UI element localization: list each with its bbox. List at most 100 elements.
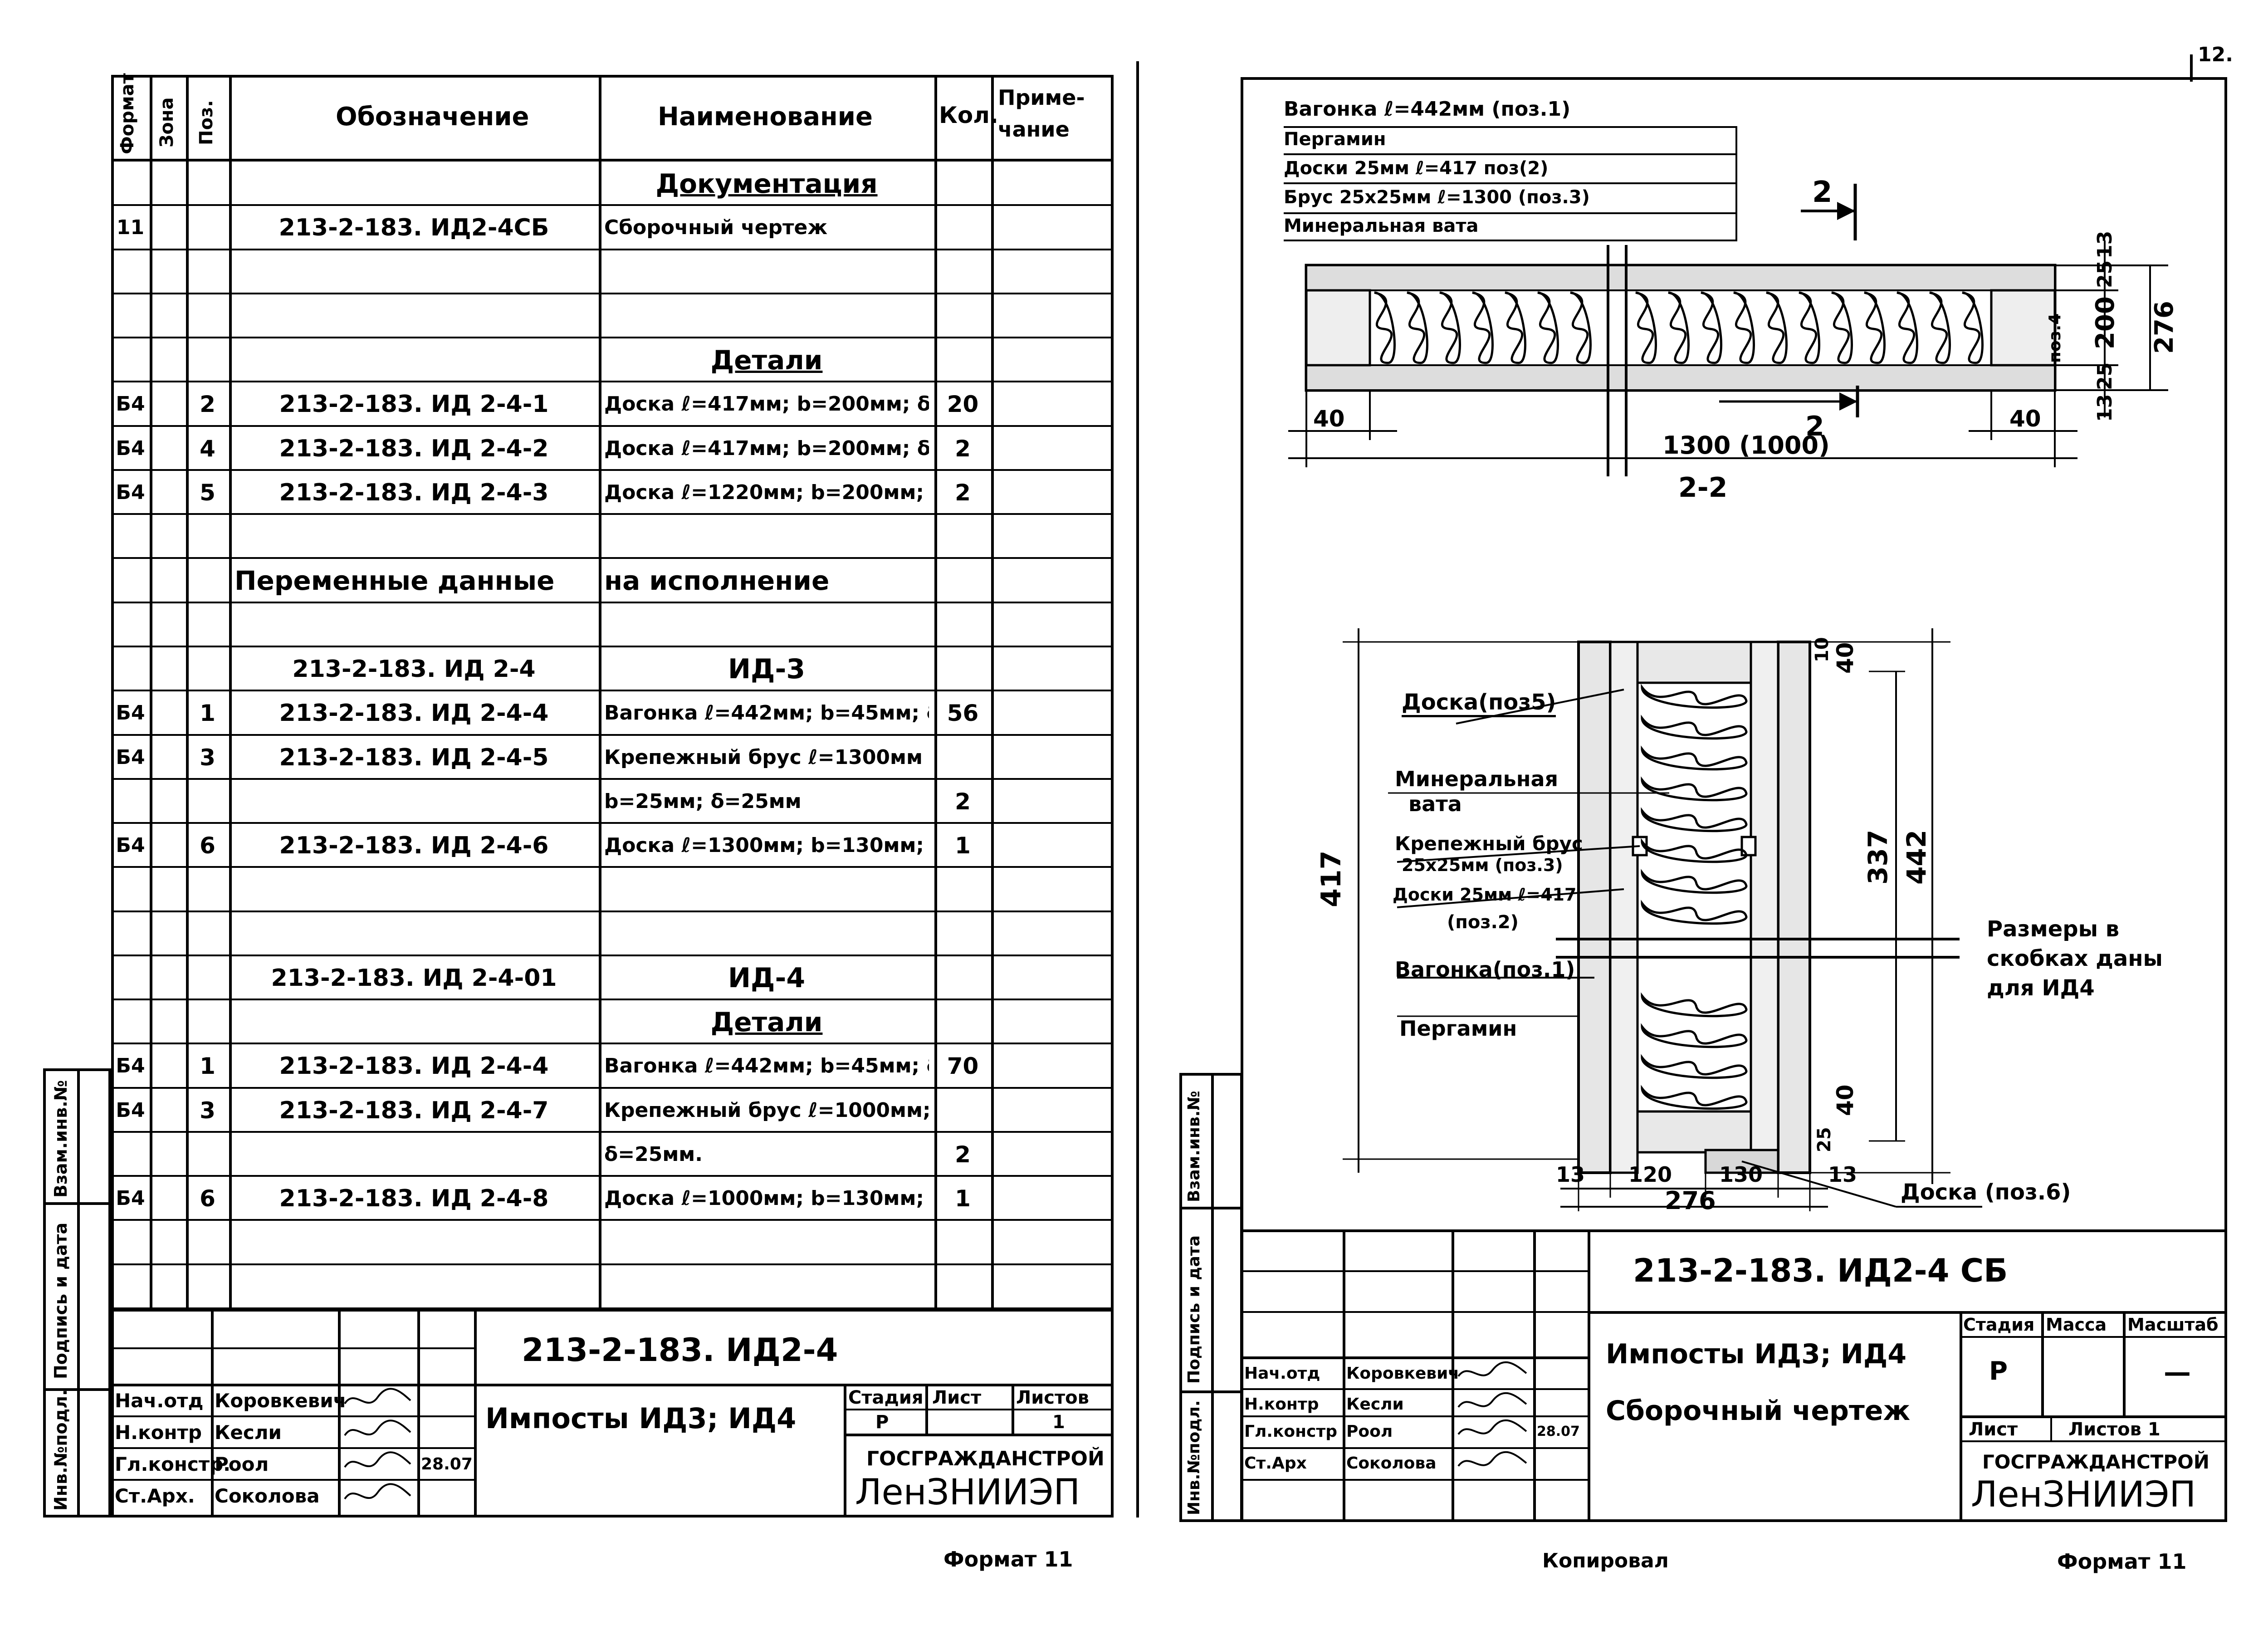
cell-f xyxy=(117,1132,144,1176)
cell-d xyxy=(235,1132,593,1176)
tb-line xyxy=(1960,1415,2227,1418)
tb-line xyxy=(1452,1229,1454,1522)
cell-z xyxy=(155,162,181,206)
dim-40-bottom: 40 xyxy=(1832,1084,1858,1116)
cell-n: ИД-3 xyxy=(728,653,806,685)
cell-f xyxy=(117,294,144,338)
cell-n: Вагонка ℓ=442мм; b=45мм; δ=13мм xyxy=(604,1054,929,1077)
doska-right xyxy=(1750,641,1779,1174)
cell-z xyxy=(155,647,181,691)
row-line xyxy=(111,999,1114,1000)
section-drawing: 417 337 442 10 40 25 40 13 120 130 13 27… xyxy=(1315,628,1982,1215)
leader-line xyxy=(1284,240,1737,241)
cell-d: 213-2-183. ИД 2-4 xyxy=(292,655,536,683)
side-label-sign: Подпись и дата xyxy=(51,1222,71,1379)
mineral-wool-section xyxy=(1641,684,1748,1110)
leader-brus: Брус 25х25мм ℓ=1300 (поз.3) xyxy=(1284,187,1590,208)
cell-p xyxy=(191,1132,224,1176)
cell-p xyxy=(191,294,224,338)
dim-25-bottom: 25 xyxy=(2093,362,2116,390)
row-line xyxy=(111,866,1114,868)
title-block-code-right: 213-2-183. ИД2-4 СБ xyxy=(1633,1252,2008,1289)
cell-p xyxy=(191,1000,224,1044)
side-stamp-line xyxy=(1179,1207,1243,1209)
dim-417: 417 xyxy=(1315,851,1347,907)
section-marker-top: 2 xyxy=(1801,176,1857,240)
label-vata-2: вата xyxy=(1408,792,1462,816)
cell-f: 11 xyxy=(117,216,144,239)
cell-f xyxy=(117,603,144,647)
cell-d: 213-2-183. ИД2-4СБ xyxy=(279,214,549,241)
cell-f xyxy=(117,250,144,294)
person-date: 28.07 xyxy=(421,1454,473,1473)
stage-label-right: Стадия xyxy=(1963,1315,2035,1335)
cell-p xyxy=(191,647,224,691)
cell-z xyxy=(155,1044,181,1088)
dim-13-bottom: 13 xyxy=(2093,394,2116,422)
cell-n xyxy=(604,294,929,338)
cell-p xyxy=(191,558,224,602)
cell-z xyxy=(155,382,181,426)
cell-z xyxy=(155,294,181,338)
cell-p xyxy=(191,250,224,294)
cell-z xyxy=(155,1088,181,1132)
cell-z xyxy=(155,1265,181,1309)
cell-p xyxy=(191,779,224,823)
tb-line xyxy=(1960,1440,2227,1442)
dim-13-left: 13 xyxy=(1556,1162,1585,1187)
cell-q: 1 xyxy=(955,832,971,859)
cell-d xyxy=(235,1265,593,1309)
dim-1300: 1300 (1000) xyxy=(1662,431,1830,460)
cell-p: 3 xyxy=(200,1097,215,1124)
label-doska-poz5: Доска(поз5) xyxy=(1402,690,1556,717)
signature-mark xyxy=(344,1451,411,1468)
format-footer-left: Формат 11 xyxy=(943,1547,1073,1571)
section-mark-top-label: 2 xyxy=(1812,176,1833,209)
row-line xyxy=(111,381,1114,382)
sheet-number-mark: 12. xyxy=(2198,43,2233,66)
tb-line xyxy=(1241,1270,1588,1272)
cell-f xyxy=(117,514,144,558)
person-name: Соколова xyxy=(1346,1454,1437,1473)
dim-40-left: 40 xyxy=(1313,406,1345,432)
side-label-sign-right: Подпись и дата xyxy=(1185,1235,1203,1384)
label-vagonka: Вагонка(поз.1) xyxy=(1395,957,1575,982)
label-doska-poz6: Доска (поз.6) xyxy=(1901,1180,2071,1205)
cell-f xyxy=(117,1265,144,1309)
cell-f: Б4 xyxy=(117,701,144,724)
row-line xyxy=(111,1131,1114,1133)
row-line xyxy=(111,293,1114,294)
col-line xyxy=(229,75,232,1311)
cell-n: Доска ℓ=1220мм; b=200мм; δ=40мм xyxy=(604,481,929,504)
cell-d: Переменные данные xyxy=(235,565,555,596)
cell-d: 213-2-183. ИД 2-4-1 xyxy=(279,390,549,418)
leader-vata: Минеральная вата xyxy=(1284,215,1479,236)
cell-q xyxy=(940,250,986,294)
cell-z xyxy=(155,735,181,779)
tb-line xyxy=(1241,1356,1588,1359)
tb-line xyxy=(211,1309,214,1518)
cell-z xyxy=(155,867,181,911)
cell-q: 2 xyxy=(955,1141,971,1168)
person-date: 28.07 xyxy=(1537,1423,1580,1439)
cell-p: 5 xyxy=(200,479,215,506)
leader-line xyxy=(1735,126,1737,241)
col-line xyxy=(991,75,994,1311)
cell-z xyxy=(155,956,181,1000)
cell-f: Б4 xyxy=(117,437,144,460)
title-block-code: 213-2-183. ИД2-4 xyxy=(522,1331,838,1369)
row-line xyxy=(111,734,1114,736)
cell-p: 4 xyxy=(200,435,215,462)
cell-d xyxy=(235,603,593,647)
person-name: Кесли xyxy=(1346,1395,1404,1414)
header-zone: Зона xyxy=(156,97,177,147)
row-line xyxy=(111,425,1114,427)
cell-z xyxy=(155,1176,181,1220)
org-name: ГОСГРАЖДАНСТРОЙ xyxy=(866,1447,1105,1470)
cell-q xyxy=(940,514,986,558)
person-role: Ст.Арх xyxy=(1244,1454,1307,1473)
cell-q xyxy=(940,912,986,956)
label-vata-1: Минеральная xyxy=(1395,767,1559,791)
dim-25-top: 25 xyxy=(2093,260,2116,288)
cell-p xyxy=(191,603,224,647)
